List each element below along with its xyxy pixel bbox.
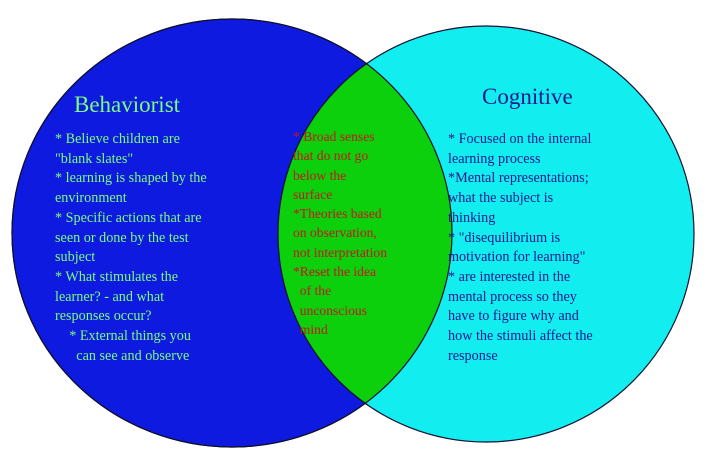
cognitive-line: mental process so they: [448, 288, 577, 305]
shared-line: surface: [293, 186, 333, 202]
behaviorist-line: * External things you: [55, 328, 191, 345]
shared-line: *Theories based: [293, 206, 382, 222]
shared-line: that do not go: [293, 148, 369, 164]
cognitive-line: *Mental representations;: [448, 170, 589, 187]
shared-line: * Broad senses: [293, 129, 375, 144]
overlap-region: [277, 25, 452, 443]
cognitive-line: * "disequilibrium is: [448, 229, 561, 246]
behaviorist-line: learner? - and what: [55, 288, 165, 305]
behaviorist-line: "blank slates": [55, 150, 134, 167]
cognitive-line: thinking: [448, 209, 496, 226]
cognitive-line: have to figure why and: [448, 308, 579, 325]
behaviorist-line: subject: [55, 249, 96, 266]
cognitive-points: * Focused on the internal learning proces…: [448, 130, 593, 366]
shared-points: * Broad senses that do not go below the sur…: [293, 127, 387, 339]
behaviorist-line: responses occur?: [55, 308, 152, 325]
shared-line: not interpretation: [293, 244, 387, 260]
behaviorist-circle-outline: [11, 18, 453, 448]
cognitive-line: * Focused on the internal: [448, 131, 592, 147]
shared-line: mind: [293, 321, 328, 337]
shared-line: on observation,: [293, 225, 377, 241]
cognitive-line: what the subject is: [448, 190, 554, 207]
behaviorist-line: * learning is shaped by the: [55, 170, 207, 187]
behaviorist-title: Behaviorist: [74, 92, 181, 117]
shared-line: *Reset the idea: [293, 264, 377, 280]
cognitive-line: learning process: [448, 150, 541, 167]
cognitive-line: response: [448, 347, 498, 364]
behaviorist-line: * Believe children are: [55, 131, 180, 147]
behaviorist-line: * Specific actions that are: [55, 209, 202, 226]
behaviorist-line: can see and observe: [55, 347, 190, 364]
behaviorist-line: environment: [55, 190, 127, 207]
cognitive-line: * are interested in the: [448, 268, 571, 285]
behaviorist-line: * What stimulates the: [55, 268, 179, 285]
shared-line: below the: [293, 167, 347, 183]
behaviorist-line: seen or done by the test: [55, 229, 189, 246]
shared-line: unconscious: [293, 302, 368, 318]
shared-line: of the: [293, 283, 332, 299]
cognitive-line: how the stimuli affect the: [448, 328, 593, 345]
behaviorist-points: * Believe children are "blank slates" * le…: [55, 130, 207, 366]
cognitive-title: Cognitive: [482, 84, 573, 109]
cognitive-line: motivation for learning": [448, 249, 586, 266]
